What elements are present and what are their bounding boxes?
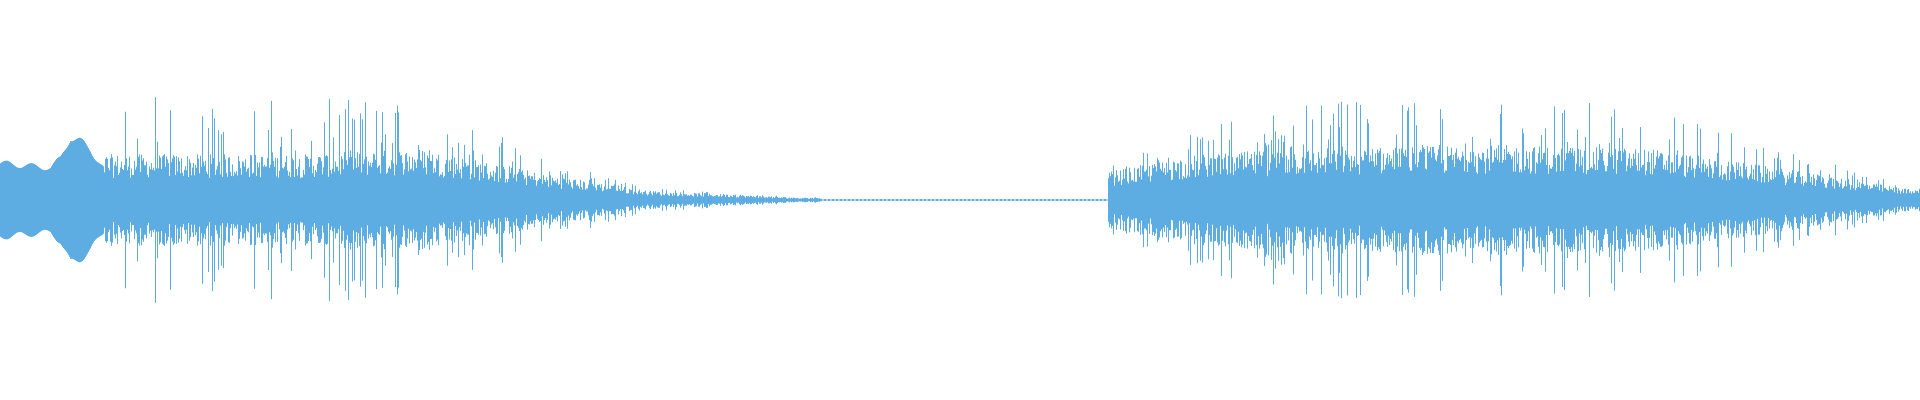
- audio-waveform[interactable]: [0, 0, 1920, 400]
- waveform-view[interactable]: [0, 0, 1920, 400]
